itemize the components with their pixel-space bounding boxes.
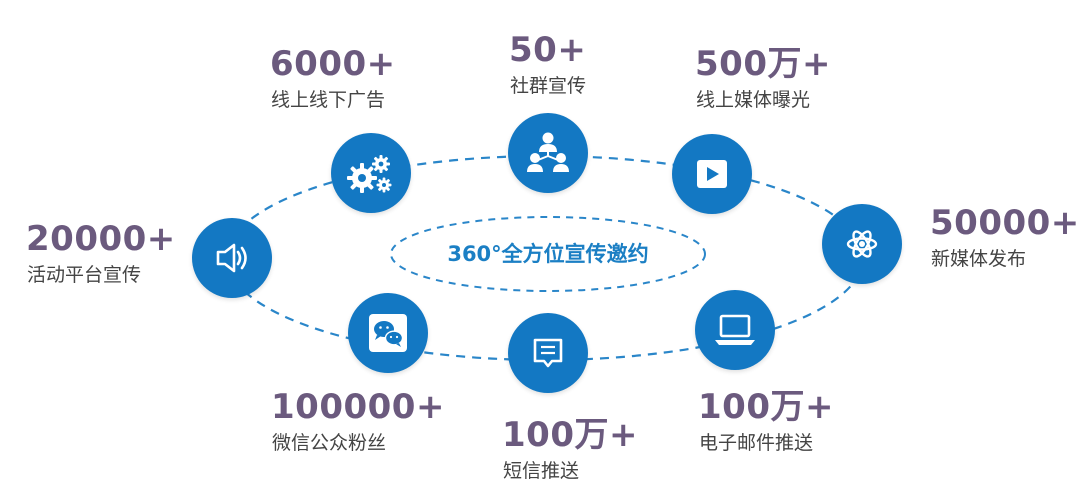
gears-icon bbox=[347, 155, 392, 193]
speaker-node bbox=[192, 218, 272, 298]
group-label: 社群宣传 bbox=[510, 75, 587, 97]
atom-node bbox=[822, 204, 902, 284]
gears-value: 6000+ bbox=[270, 44, 396, 84]
speaker-label: 活动平台宣传 bbox=[27, 264, 142, 286]
gears-node bbox=[331, 133, 411, 213]
message-node bbox=[508, 313, 588, 393]
video-label: 线上媒体曝光 bbox=[696, 89, 811, 111]
message-icon bbox=[533, 338, 563, 368]
group-node bbox=[508, 113, 588, 193]
speaker-icon bbox=[216, 243, 247, 273]
video-node bbox=[672, 134, 752, 214]
video-value: 500万+ bbox=[695, 44, 831, 84]
wechat-value: 100000+ bbox=[271, 387, 445, 427]
laptop-icon bbox=[715, 314, 755, 345]
gears-label: 线上线下广告 bbox=[271, 89, 386, 111]
speaker-value: 20000+ bbox=[26, 219, 176, 259]
center-orbit bbox=[390, 216, 706, 292]
message-label: 短信推送 bbox=[503, 460, 580, 482]
wechat-label: 微信公众粉丝 bbox=[272, 432, 387, 454]
wechat-icon bbox=[369, 314, 407, 352]
atom-icon bbox=[846, 230, 878, 258]
atom-value: 50000+ bbox=[930, 203, 1080, 243]
center-title: 360°全方位宣传邀约 bbox=[447, 242, 649, 266]
laptop-value: 100万+ bbox=[698, 387, 834, 427]
atom-label: 新媒体发布 bbox=[931, 248, 1027, 270]
video-play-icon bbox=[697, 160, 727, 188]
group-icon bbox=[527, 132, 569, 172]
group-value: 50+ bbox=[509, 30, 587, 70]
laptop-label: 电子邮件推送 bbox=[699, 432, 814, 454]
wechat-node bbox=[348, 293, 428, 373]
message-value: 100万+ bbox=[502, 415, 638, 455]
laptop-node bbox=[695, 290, 775, 370]
